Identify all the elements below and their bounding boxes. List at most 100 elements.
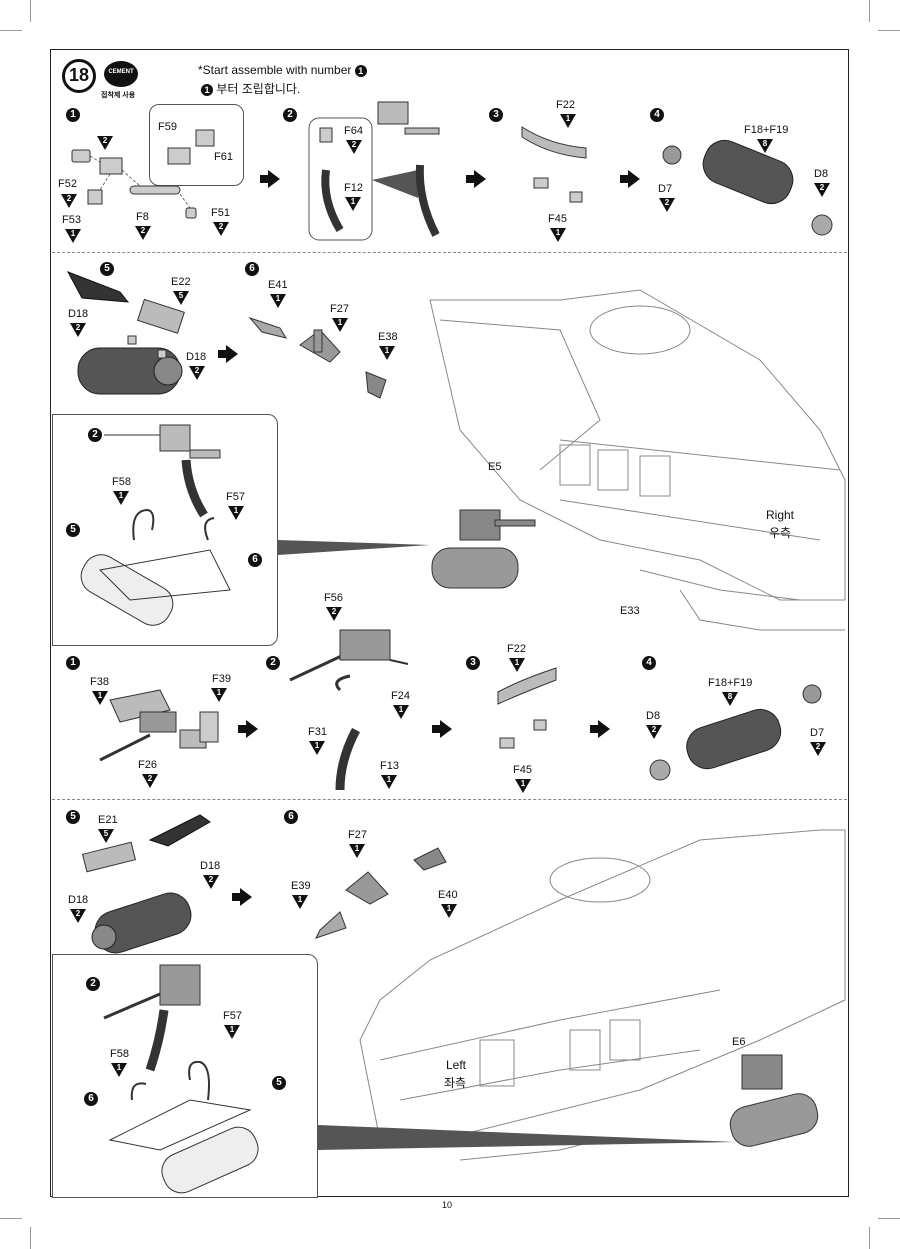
crop-mark <box>0 30 22 31</box>
quantity-badge: 1 <box>393 705 409 719</box>
quantity-badge: 2 <box>203 875 219 889</box>
substep-2: 2 <box>283 108 297 122</box>
part-label: E38 <box>378 331 398 343</box>
quantity-badge: 2 <box>213 222 229 236</box>
cement-icon: CEMENT <box>104 61 138 87</box>
step-number: 18 <box>68 65 90 85</box>
part-label: F31 <box>308 726 327 738</box>
part-label: E39 <box>291 880 311 892</box>
substep-6: 6 <box>284 810 298 824</box>
cement-caption: 접착제 사용 <box>101 92 136 99</box>
part-label: F57 <box>226 491 245 503</box>
quantity-badge: 2 <box>70 909 86 923</box>
part-label: F27 <box>330 303 349 315</box>
substep-1: 1 <box>66 108 80 122</box>
crop-mark <box>869 0 870 22</box>
quantity-badge: 1 <box>270 294 286 308</box>
substep-1: 1 <box>66 656 80 670</box>
substep-6: 6 <box>245 262 259 276</box>
quantity-badge: 2 <box>97 136 113 150</box>
substep-3: 3 <box>466 656 480 670</box>
substep-3: 3 <box>489 108 503 122</box>
substep-5: 5 <box>100 262 114 276</box>
substep-4: 4 <box>642 656 656 670</box>
assembly-note-en: *Start assemble with number 1 <box>198 63 367 77</box>
quantity-badge: 2 <box>346 140 362 154</box>
ref-6: 6 <box>248 553 262 567</box>
quantity-badge: 1 <box>292 895 308 909</box>
part-label: F45 <box>513 764 532 776</box>
part-label: F18+F19 <box>708 677 753 689</box>
part-label: F56 <box>324 592 343 604</box>
ref-5: 5 <box>66 523 80 537</box>
quantity-badge: 1 <box>550 228 566 242</box>
quantity-badge: 2 <box>70 323 86 337</box>
crop-mark <box>30 1227 31 1249</box>
part-label: D18 <box>68 894 89 906</box>
section-divider <box>52 799 847 800</box>
section-divider <box>52 252 847 253</box>
part-label: F22 <box>507 643 526 655</box>
part-label: F64 <box>344 125 363 137</box>
part-label: E22 <box>171 276 191 288</box>
part-label: D18 <box>200 860 221 872</box>
part-label: F24 <box>391 690 410 702</box>
quantity-badge: 2 <box>810 742 826 756</box>
quantity-badge: 1 <box>345 197 361 211</box>
part-label: F59 <box>158 121 177 133</box>
part-label: D18 <box>186 351 207 363</box>
part-label: F12 <box>344 182 363 194</box>
quantity-badge: 2 <box>189 366 205 380</box>
note-ko-text: 부터 조립합니다. <box>216 82 301 96</box>
note-ko-marker: 1 <box>201 84 213 96</box>
part-label: E21 <box>98 814 118 826</box>
part-label: E41 <box>268 279 288 291</box>
part-label: F18+F19 <box>744 124 789 136</box>
part-label: F57 <box>223 1010 242 1022</box>
quantity-badge: 1 <box>228 506 244 520</box>
crop-mark <box>869 1227 870 1249</box>
quantity-badge: 1 <box>92 691 108 705</box>
crop-mark <box>878 30 900 31</box>
part-label: D8 <box>814 168 829 180</box>
quantity-badge: 8 <box>722 692 738 706</box>
next-arrow-icon <box>238 720 258 738</box>
quantity-badge: 2 <box>814 183 830 197</box>
quantity-badge: 1 <box>515 779 531 793</box>
part-label: F13 <box>380 760 399 772</box>
part-label: F51 <box>211 207 230 219</box>
part-label: F61 <box>214 151 233 163</box>
substep-4: 4 <box>650 108 664 122</box>
quantity-badge: 1 <box>379 346 395 360</box>
part-label: D18 <box>68 308 89 320</box>
quantity-badge: 5 <box>98 829 114 843</box>
ref-6: 6 <box>84 1092 98 1106</box>
part-label: F58 <box>112 476 131 488</box>
quantity-badge: 8 <box>757 139 773 153</box>
crop-mark <box>30 0 31 22</box>
assembly-note-ko: 1 부터 조립합니다. <box>201 80 300 97</box>
cement-label: CEMENT <box>108 69 134 75</box>
side-label-en: Right <box>766 508 795 522</box>
part-label: E40 <box>438 889 458 901</box>
part-label: E6 <box>732 1036 746 1048</box>
quantity-badge: 2 <box>659 198 675 212</box>
quantity-badge: 1 <box>224 1025 240 1039</box>
ref-2: 2 <box>86 977 100 991</box>
quantity-badge: 2 <box>646 725 662 739</box>
next-arrow-icon <box>232 888 252 906</box>
page-frame <box>50 49 849 1197</box>
part-label: D8 <box>646 710 661 722</box>
note-en-text: *Start assemble with number <box>198 63 355 77</box>
step-number-badge: 18 <box>62 59 96 93</box>
part-label: F38 <box>90 676 109 688</box>
next-arrow-icon <box>466 170 486 188</box>
next-arrow-icon <box>260 170 280 188</box>
part-label: F27 <box>348 829 367 841</box>
quantity-badge: 2 <box>142 774 158 788</box>
part-label: F26 <box>138 759 157 771</box>
part-label: F58 <box>110 1048 129 1060</box>
